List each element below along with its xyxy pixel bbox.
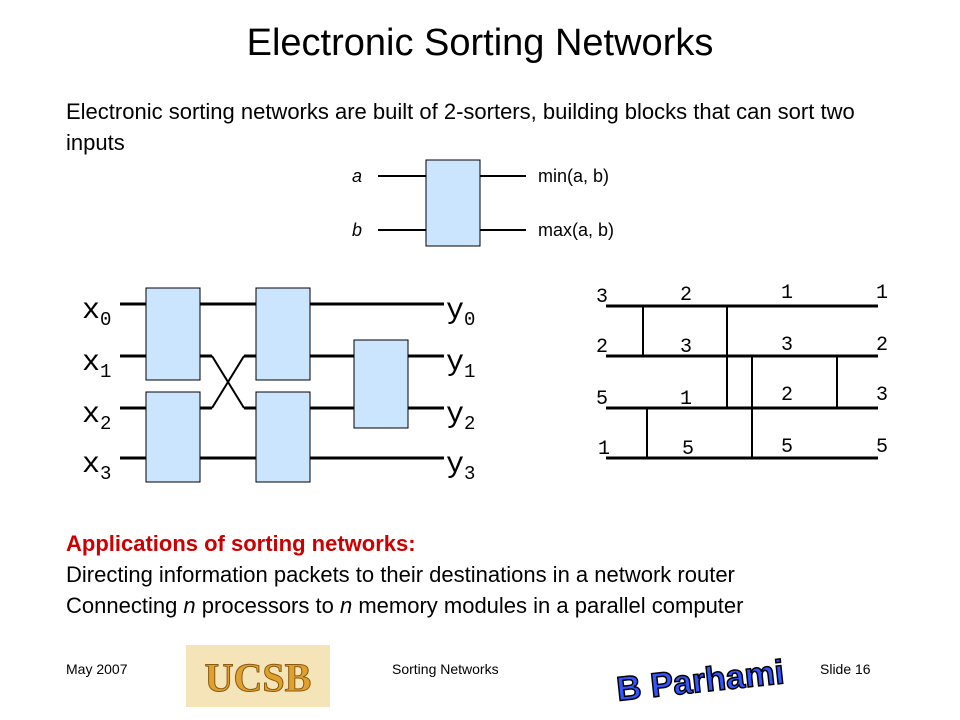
svg-text:B Parhami: B Parhami [616, 653, 784, 704]
output-label-y3: y3 [446, 448, 475, 485]
example-value: 2 [680, 284, 692, 307]
output-label-y0: y0 [446, 294, 475, 331]
application-item-router: Directing information packets to their d… [66, 562, 735, 587]
example-value: 3 [596, 286, 608, 309]
output-label-y2: y2 [446, 398, 475, 435]
example-value: 2 [781, 384, 793, 407]
example-network-diagram: 3 2 5 1 2 3 1 5 1 3 2 5 1 2 3 5 [596, 282, 888, 461]
diagrams: a b min(a, b) max(a, b) x0 x1 x2 x3 y0 y… [82, 159, 888, 485]
application-item-parallel: Connecting n processors to n memory modu… [66, 593, 744, 618]
example-value: 1 [781, 282, 793, 305]
author-logo: B Parhami [616, 653, 784, 704]
slide-title: Electronic Sorting Networks [246, 22, 714, 64]
example-value: 5 [876, 436, 888, 459]
example-value: 5 [781, 436, 793, 459]
applications-section: Applications of sorting networks: Direct… [66, 528, 926, 621]
output-min-label: min(a, b) [538, 166, 609, 186]
example-value: 1 [598, 438, 610, 461]
network-sorter-1 [145, 287, 201, 381]
ucsb-logo: UCSB [186, 645, 330, 707]
footer-title: Sorting Networks [392, 661, 499, 677]
footer-slide-number: Slide 16 [820, 661, 871, 677]
example-value: 5 [682, 438, 694, 461]
input-label-x1: x1 [82, 346, 111, 383]
output-max-label: max(a, b) [538, 220, 614, 240]
input-b-label: b [352, 220, 362, 240]
output-label-y1: y1 [446, 346, 475, 383]
two-sorter-box [425, 159, 481, 247]
two-sorter-diagram: a b min(a, b) max(a, b) [352, 159, 614, 247]
intro-text: Electronic sorting networks are built of… [66, 99, 855, 155]
network-sorter-4 [255, 391, 311, 483]
example-value: 5 [596, 388, 608, 411]
network-sorter-2 [145, 391, 201, 483]
example-value: 3 [876, 384, 888, 407]
applications-heading: Applications of sorting networks: [66, 531, 416, 556]
input-a-label: a [352, 166, 362, 186]
example-value: 1 [876, 282, 888, 305]
input-label-x2: x2 [82, 398, 111, 435]
example-value: 2 [596, 336, 608, 359]
network-sorter-3 [255, 287, 311, 381]
sorting-network-diagram: x0 x1 x2 x3 y0 y1 y2 y3 [82, 287, 475, 485]
svg-text:UCSB: UCSB [205, 655, 312, 700]
example-value: 3 [680, 336, 692, 359]
example-value: 2 [876, 334, 888, 357]
example-value: 3 [781, 334, 793, 357]
input-label-x3: x3 [82, 448, 111, 485]
network-sorter-5 [353, 339, 409, 429]
input-label-x0: x0 [82, 294, 111, 331]
footer-date: May 2007 [66, 661, 128, 677]
example-value: 1 [680, 388, 692, 411]
